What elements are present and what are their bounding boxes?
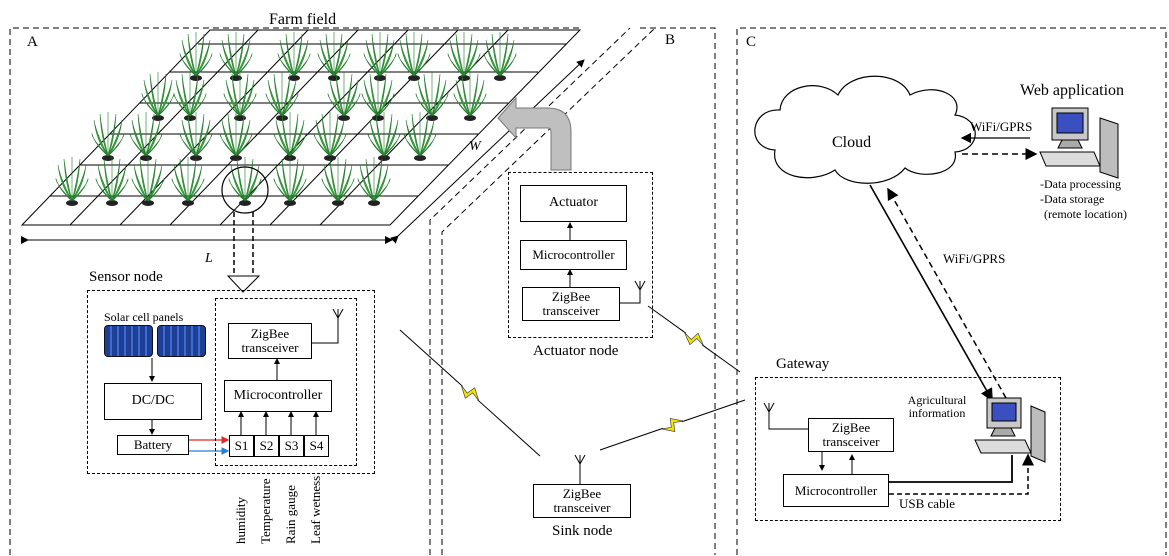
agri-info-label: Agricultural information bbox=[907, 393, 967, 420]
web-app-computer-icon bbox=[1039, 107, 1119, 179]
sink-zigbee-box: ZigBee transceiver bbox=[533, 484, 631, 518]
sensor-microcontroller-box: Microcontroller bbox=[224, 380, 332, 412]
plant-icon bbox=[273, 112, 307, 161]
plant-icon bbox=[95, 157, 129, 206]
plant-icon bbox=[397, 32, 431, 81]
actuator-box: Actuator bbox=[520, 185, 627, 222]
plant-icon bbox=[327, 72, 361, 121]
plant-icon bbox=[179, 32, 213, 81]
plant-icon bbox=[361, 72, 395, 121]
width-arrow bbox=[390, 59, 585, 244]
web-app-bullet-2: -Data storage bbox=[1040, 192, 1105, 206]
dcdc-box: DC/DC bbox=[104, 383, 202, 420]
plant-icon bbox=[171, 157, 205, 206]
sensor-node-frame bbox=[87, 290, 375, 474]
sink-node-title: Sink node bbox=[552, 523, 613, 539]
web-app-bullet-3: (remote location) bbox=[1044, 207, 1127, 221]
actuator-zigbee-box: ZigBee transceiver bbox=[522, 287, 620, 321]
plant-icon bbox=[179, 112, 213, 161]
web-app-bullet-1: -Data processing bbox=[1040, 177, 1121, 191]
plant-icon bbox=[313, 112, 347, 161]
plant-icon bbox=[357, 157, 391, 206]
plant-icon bbox=[173, 72, 207, 121]
plant-icon bbox=[277, 32, 311, 81]
lightning-bolt-icon bbox=[460, 384, 480, 402]
gateway-microcontroller-box: Microcontroller bbox=[783, 474, 889, 507]
plant-icon bbox=[363, 32, 397, 81]
cloud-gateway-link-label: WiFi/GPRS bbox=[943, 251, 1006, 266]
sensor-s4: S4 bbox=[304, 435, 329, 457]
farm-field-title: Farm field bbox=[269, 11, 337, 28]
solar-panel-icon bbox=[104, 325, 206, 357]
plant-icon bbox=[317, 32, 351, 81]
curved-arrow bbox=[497, 96, 572, 171]
sensor-node-title: Sensor node bbox=[89, 269, 163, 285]
sensor-s3: S3 bbox=[279, 435, 304, 457]
web-app-title: Web application bbox=[1020, 82, 1125, 99]
cloud-shape bbox=[754, 75, 976, 184]
gateway-zigbee-box: ZigBee transceiver bbox=[808, 418, 894, 452]
measure-rain-gauge: Rain gauge bbox=[283, 485, 298, 544]
sensor-node-inner-frame bbox=[215, 298, 357, 466]
plant-icon bbox=[447, 32, 481, 81]
plant-icon bbox=[321, 157, 355, 206]
sensor-s1: S1 bbox=[229, 435, 254, 457]
measure-temperature: Temperature bbox=[258, 478, 273, 545]
plant-icon bbox=[129, 112, 163, 161]
wireless-links bbox=[399, 305, 746, 457]
gateway-title: Gateway bbox=[776, 356, 830, 372]
section-c-label: C bbox=[746, 34, 757, 50]
battery-box: Battery bbox=[117, 435, 189, 455]
frame-a bbox=[9, 27, 582, 555]
plant-icon bbox=[265, 72, 299, 121]
frame-b-outer bbox=[640, 27, 716, 555]
plants-group bbox=[55, 32, 517, 206]
gateway-computer-icon bbox=[974, 397, 1046, 463]
plant-icon bbox=[228, 157, 262, 206]
lightning-bolt-icon bbox=[683, 331, 705, 347]
measure-humidity: humidity bbox=[233, 497, 248, 544]
cloud-webapp-link-label: WiFi/GPRS bbox=[970, 119, 1033, 134]
cloud-label: Cloud bbox=[832, 134, 872, 151]
frame-c bbox=[736, 27, 1167, 555]
sensor-s2: S2 bbox=[254, 435, 279, 457]
plant-icon bbox=[131, 157, 165, 206]
actuator-node-title: Actuator node bbox=[533, 343, 619, 359]
plant-icon bbox=[223, 72, 257, 121]
plant-icon bbox=[273, 157, 307, 206]
usb-cable-label: USB cable bbox=[899, 496, 955, 511]
lightning-bolt-icon bbox=[661, 417, 684, 433]
plant-icon bbox=[219, 112, 253, 161]
actuator-microcontroller-box: Microcontroller bbox=[520, 240, 627, 270]
sensor-zigbee-box: ZigBee transceiver bbox=[228, 323, 312, 359]
section-b-label: B bbox=[665, 32, 676, 48]
gateway-frame bbox=[755, 377, 1061, 521]
width-label: W bbox=[469, 139, 481, 154]
plant-icon bbox=[55, 157, 89, 206]
section-a-label: A bbox=[27, 34, 38, 50]
actuator-node-frame bbox=[508, 172, 653, 338]
plant-icon bbox=[91, 112, 125, 161]
solar-panels-label: Solar cell panels bbox=[104, 310, 184, 324]
sensor-highlight-circle bbox=[221, 166, 269, 214]
measure-leaf-wetness: Leaf wetness bbox=[308, 475, 323, 544]
length-label: L bbox=[205, 251, 213, 266]
plant-icon bbox=[141, 72, 175, 121]
plant-icon bbox=[483, 32, 517, 81]
plant-icon bbox=[219, 32, 253, 81]
